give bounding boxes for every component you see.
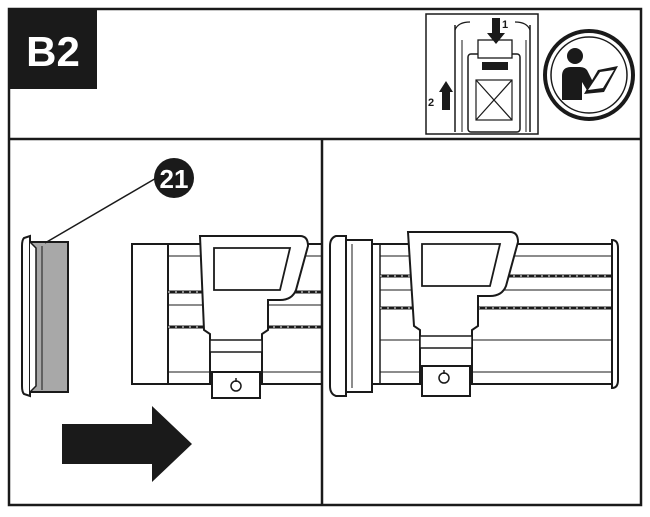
part-callout: 21 [154, 158, 194, 198]
step2-number: 2 [428, 97, 434, 109]
step1-arrow-icon [487, 18, 505, 44]
read-manual-icon [543, 29, 635, 121]
outer-frame [7, 7, 643, 507]
mounting-bracket-right [406, 231, 520, 397]
callout-leader-line [44, 176, 159, 244]
part-number-label: 21 [160, 164, 189, 194]
push-direction-arrow-icon [62, 406, 192, 482]
step-label: B2 [26, 28, 80, 75]
step1-number: 1 [502, 19, 508, 31]
step-label-box: B2 [9, 9, 97, 89]
seal-ring-installed [329, 235, 373, 397]
right-panel-assembled [329, 231, 619, 397]
left-panel-disassembled: 21 [21, 158, 322, 482]
seal-ring-part [21, 234, 69, 398]
inset-illustration: 1 2 [425, 13, 539, 135]
step2-arrow-icon [439, 81, 453, 110]
mounting-bracket-left [198, 235, 310, 399]
